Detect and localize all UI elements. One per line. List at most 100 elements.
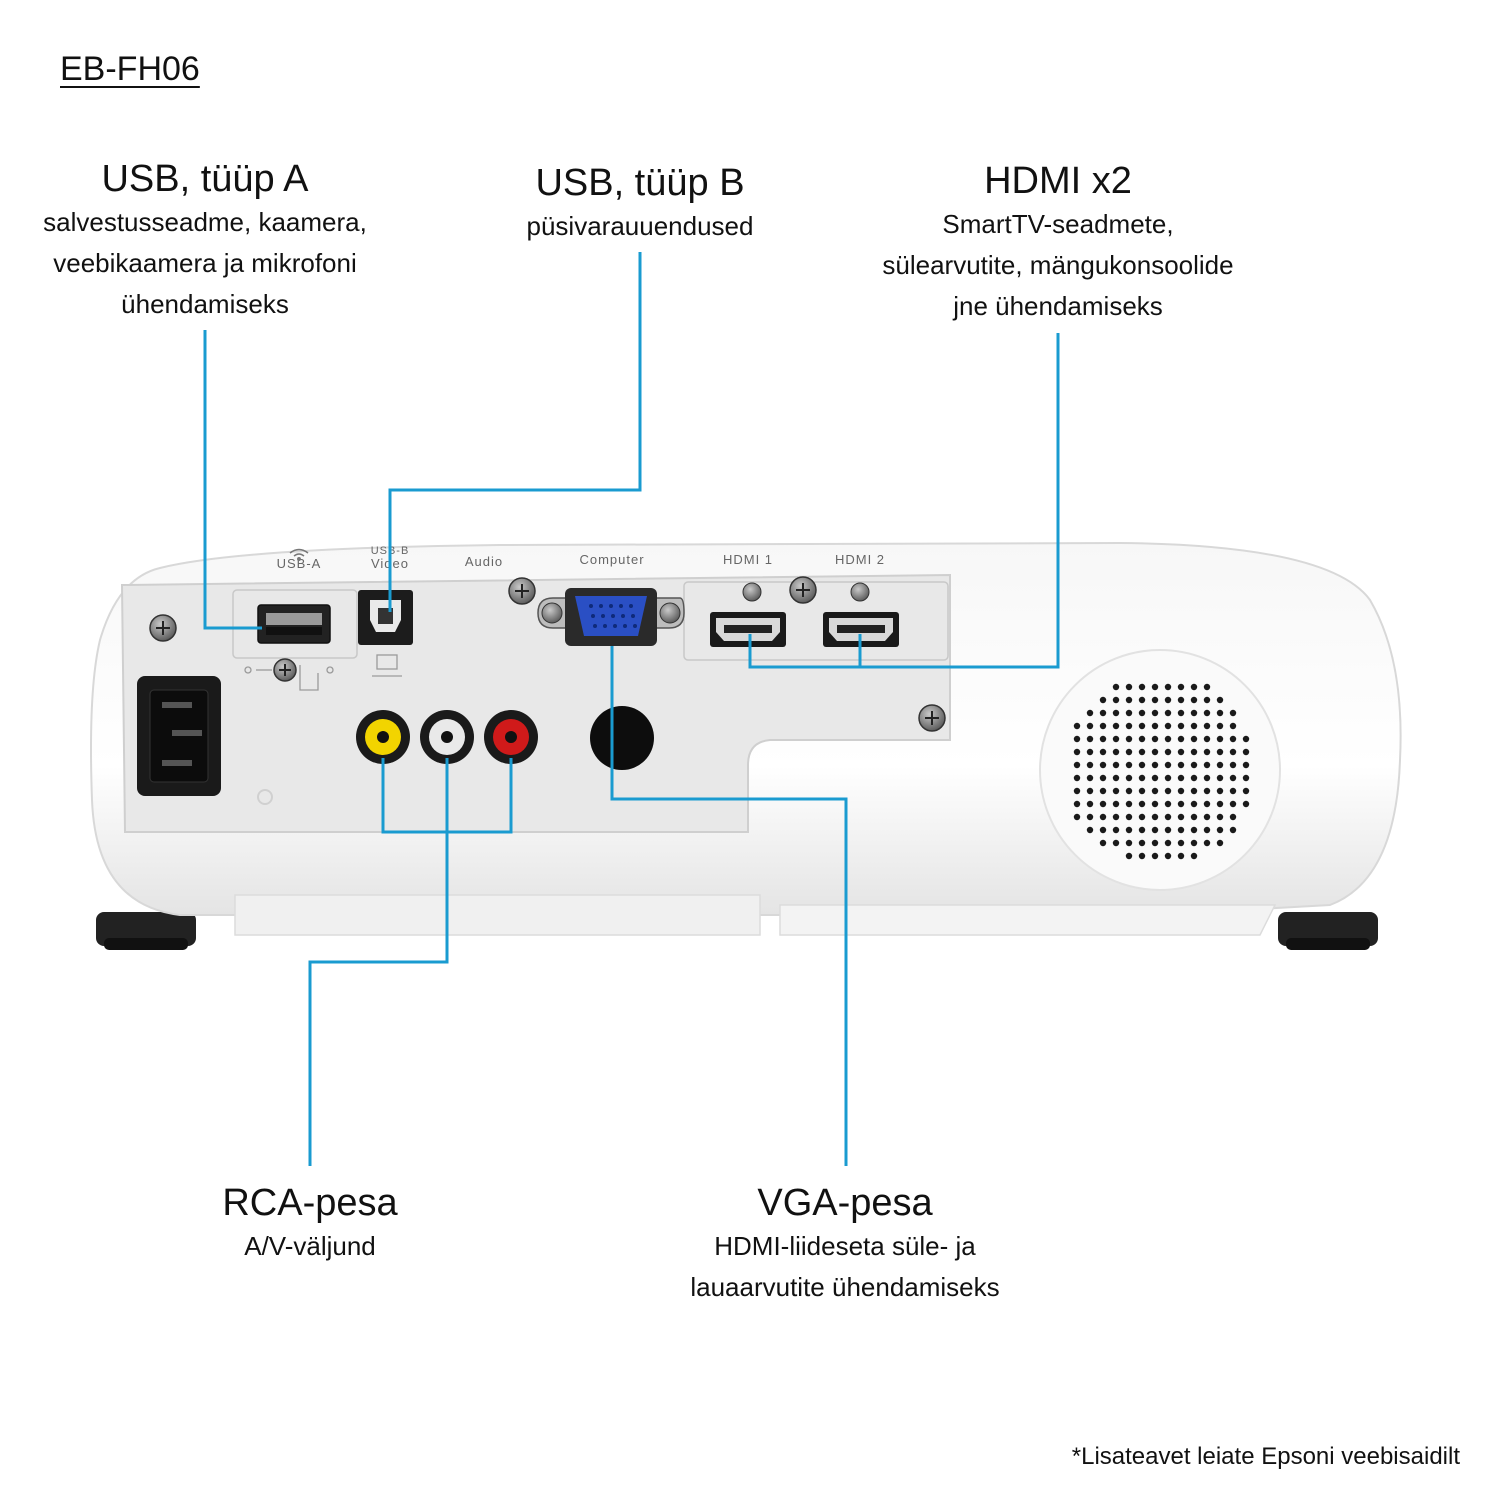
screw bbox=[918, 704, 946, 732]
grille-hole bbox=[1125, 761, 1133, 769]
screw bbox=[742, 582, 762, 602]
rca-audio-right-port[interactable] bbox=[484, 710, 538, 764]
grille-hole bbox=[1086, 735, 1094, 743]
grille-hole bbox=[1151, 800, 1159, 808]
grille-hole bbox=[1151, 683, 1159, 691]
grille-hole bbox=[1229, 826, 1237, 834]
grille-hole bbox=[1086, 787, 1094, 795]
grille-hole bbox=[1073, 787, 1081, 795]
usb-a-port[interactable] bbox=[257, 604, 331, 644]
grille-hole bbox=[1177, 787, 1185, 795]
grille-hole bbox=[1138, 683, 1146, 691]
callout-usb-a: USB, tüüp A salvestusseadme, kaamera, ve… bbox=[0, 156, 410, 325]
grille-hole bbox=[1125, 748, 1133, 756]
grille-hole bbox=[1190, 813, 1198, 821]
grille-hole bbox=[1112, 722, 1120, 730]
grille-hole bbox=[1164, 787, 1172, 795]
grille-hole bbox=[1073, 748, 1081, 756]
label-audio: Audio bbox=[465, 554, 503, 569]
callout-rca-title: RCA-pesa bbox=[222, 1182, 398, 1224]
grille-hole bbox=[1203, 813, 1211, 821]
grille-hole bbox=[1151, 839, 1159, 847]
grille-hole bbox=[1203, 696, 1211, 704]
grille-hole bbox=[1073, 761, 1081, 769]
grille-hole bbox=[1138, 761, 1146, 769]
grille-hole bbox=[1216, 696, 1224, 704]
grille-hole bbox=[1203, 722, 1211, 730]
grille-hole bbox=[1125, 722, 1133, 730]
callout-hdmi: HDMI x2 SmartTV-seadmete, sülearvutite, … bbox=[838, 158, 1278, 327]
hdmi-1-port[interactable] bbox=[710, 612, 786, 647]
callout-vga-title: VGA-pesa bbox=[757, 1182, 933, 1224]
callout-lines bbox=[203, 252, 1060, 1166]
grille-hole bbox=[1099, 774, 1107, 782]
grille-hole bbox=[1125, 696, 1133, 704]
callout-rca-line-1: A/V-väljund bbox=[244, 1231, 376, 1261]
grille-hole bbox=[1125, 787, 1133, 795]
grille-hole bbox=[1125, 709, 1133, 717]
rca-video-port[interactable] bbox=[356, 710, 410, 764]
grille-hole bbox=[1177, 800, 1185, 808]
grille-hole bbox=[1242, 735, 1250, 743]
callout-usb-b: USB, tüüp B püsivarauuendused bbox=[440, 160, 840, 247]
grille-hole bbox=[1138, 748, 1146, 756]
leader-usb-b bbox=[388, 252, 642, 612]
grille-hole bbox=[1190, 800, 1198, 808]
callout-usb-a-line-2: veebikaamera ja mikrofoni bbox=[53, 248, 357, 278]
label-hdmi-2: HDMI 2 bbox=[835, 552, 885, 567]
vga-pin bbox=[619, 604, 623, 608]
grille-hole bbox=[1112, 683, 1120, 691]
vga-pin bbox=[621, 614, 625, 618]
grille-hole bbox=[1099, 839, 1107, 847]
wifi-icon bbox=[289, 548, 309, 561]
grille-hole bbox=[1203, 787, 1211, 795]
hdmi-2-port[interactable] bbox=[823, 612, 899, 647]
grille-hole bbox=[1177, 761, 1185, 769]
grille-hole bbox=[1177, 735, 1185, 743]
grille-hole bbox=[1164, 748, 1172, 756]
vga-port[interactable] bbox=[537, 588, 685, 646]
grille-hole bbox=[1151, 761, 1159, 769]
grille-hole bbox=[1190, 761, 1198, 769]
grille-hole bbox=[1177, 839, 1185, 847]
grille-hole bbox=[1073, 800, 1081, 808]
grille-hole bbox=[1086, 761, 1094, 769]
grille-hole bbox=[1190, 748, 1198, 756]
grille-hole bbox=[1151, 813, 1159, 821]
grille-hole bbox=[1177, 696, 1185, 704]
grille-hole bbox=[1125, 683, 1133, 691]
grille-hole bbox=[1099, 722, 1107, 730]
model-title: EB-FH06 bbox=[60, 50, 200, 88]
grille-hole bbox=[1099, 761, 1107, 769]
grille-hole bbox=[1112, 748, 1120, 756]
screw bbox=[508, 577, 536, 605]
vga-pin bbox=[603, 624, 607, 628]
grille-hole bbox=[1138, 839, 1146, 847]
grille-hole bbox=[1164, 800, 1172, 808]
grille-hole bbox=[1177, 813, 1185, 821]
label-hdmi-1: HDMI 1 bbox=[723, 552, 773, 567]
grille-hole bbox=[1086, 774, 1094, 782]
grille-hole bbox=[1164, 826, 1172, 834]
grille-hole bbox=[1177, 852, 1185, 860]
grille-hole bbox=[1151, 774, 1159, 782]
grille-hole bbox=[1229, 774, 1237, 782]
grille-hole bbox=[1203, 826, 1211, 834]
callout-usb-b-title: USB, tüüp B bbox=[535, 162, 745, 204]
usb-b-port[interactable] bbox=[358, 590, 413, 645]
grille-hole bbox=[1151, 787, 1159, 795]
grille-hole bbox=[1138, 774, 1146, 782]
grille-hole bbox=[1203, 683, 1211, 691]
grille-hole bbox=[1190, 735, 1198, 743]
grille-hole bbox=[1125, 839, 1133, 847]
grille-hole bbox=[1112, 774, 1120, 782]
grille-hole bbox=[1086, 826, 1094, 834]
grille-hole bbox=[1099, 813, 1107, 821]
grille-hole bbox=[1164, 722, 1172, 730]
grille-hole bbox=[1177, 683, 1185, 691]
grille-hole bbox=[1073, 722, 1081, 730]
rca-audio-left-port[interactable] bbox=[420, 710, 474, 764]
power-inlet-port[interactable] bbox=[137, 676, 221, 796]
vga-pin bbox=[589, 604, 593, 608]
grille-hole bbox=[1229, 748, 1237, 756]
